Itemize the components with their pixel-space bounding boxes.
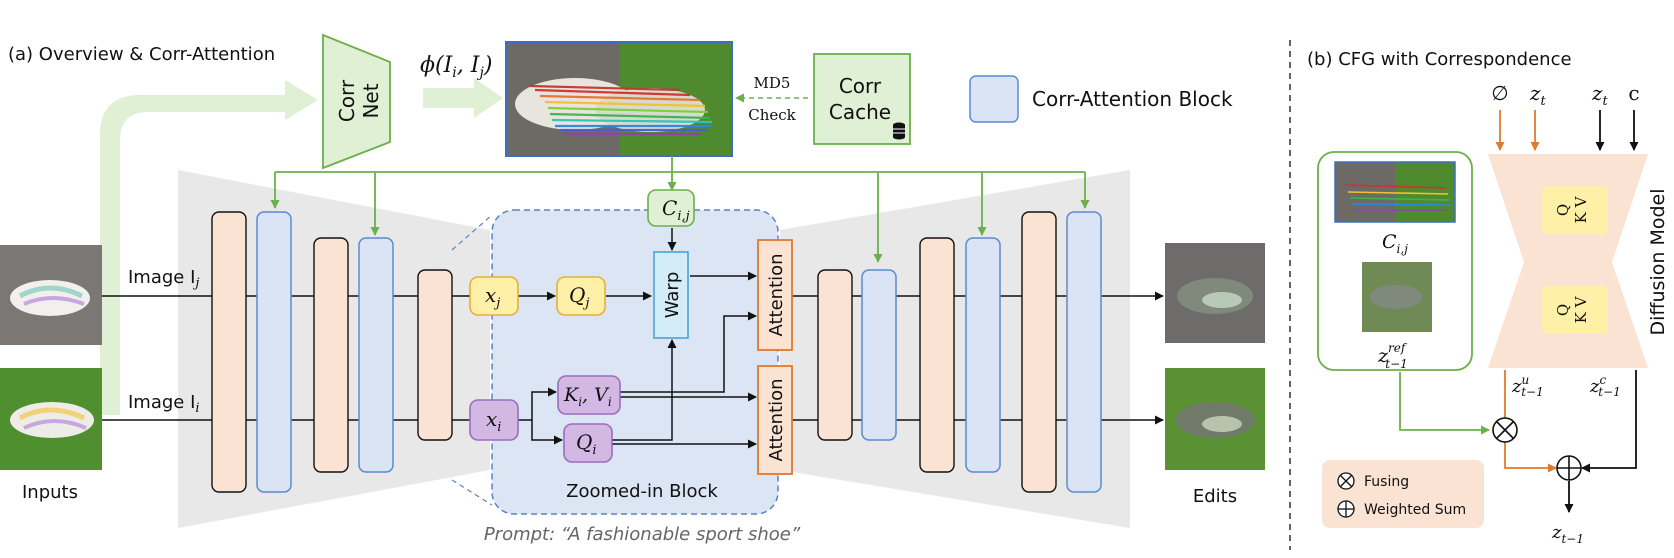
legend-corr-attention-swatch	[969, 75, 1019, 123]
x-i-label: xi	[486, 407, 501, 435]
corr-attention-block-4	[965, 237, 1001, 473]
encoder-block-3	[417, 269, 453, 441]
corr-net-label-2: Net	[359, 83, 383, 118]
attention-top-label: Attention	[766, 253, 787, 336]
legend-fusing-icon	[1337, 472, 1355, 490]
decoder-block-3	[1021, 211, 1057, 493]
q-j-node	[556, 276, 606, 316]
output-z-label: zt−1	[1551, 522, 1584, 546]
corr-cache-label-1: Corr	[839, 74, 882, 98]
encoder-block-1	[211, 211, 247, 493]
decoder-block-1	[817, 269, 853, 441]
attention-node-top	[757, 239, 793, 351]
q-j-label: Qj	[569, 283, 589, 311]
panel-b-title: (b) CFG with Correspondence	[1307, 49, 1572, 70]
corr-net-label-1: Corr	[335, 79, 359, 122]
corr-attention-block-1	[256, 211, 292, 493]
warp-node	[653, 251, 689, 339]
phi-label: ϕ(Ii, Ij)	[420, 53, 492, 81]
qkv-bottom-q: Q	[1554, 304, 1572, 316]
x-j-node	[469, 276, 519, 316]
operator-legend	[1322, 460, 1484, 528]
zoomed-in-block-label: Zoomed-in Block	[566, 481, 718, 502]
c-input-label: c	[1628, 81, 1639, 105]
zt-cond-label: zt	[1591, 81, 1609, 109]
panel-b-correspondence-image	[1334, 161, 1456, 223]
fusing-operator-icon	[1492, 417, 1518, 443]
attention-node-bottom	[757, 365, 793, 475]
input-image-j	[0, 245, 102, 345]
decoder-block-2	[919, 237, 955, 473]
q-i-label: Qi	[576, 430, 597, 458]
md5-label: MD5	[754, 74, 791, 92]
legend-corr-attention-label: Corr-Attention Block	[1032, 87, 1233, 111]
qkv-bottom-kv: K V	[1572, 295, 1590, 323]
kv-i-node	[557, 375, 621, 415]
correspondence-image	[505, 41, 733, 157]
model-input-arrows	[1495, 110, 1639, 151]
prompt-label: Prompt: “A fashionable sport shoe”	[484, 524, 801, 545]
input-image-i	[0, 368, 102, 470]
zt-uncond-label: zt	[1529, 81, 1547, 109]
edits-label: Edits	[1193, 486, 1237, 507]
c-ij-node	[647, 189, 695, 227]
attention-bottom-label: Attention	[766, 378, 787, 461]
weighted-sum-operator-icon	[1556, 455, 1582, 481]
inputs-label: Inputs	[22, 482, 78, 503]
qkv-block-top	[1542, 186, 1608, 234]
corr-net-block	[322, 33, 391, 170]
zoomed-in-block	[491, 209, 779, 515]
corr-attention-block-5	[1066, 211, 1102, 493]
panel-a-title: (a) Overview & Corr-Attention	[8, 44, 275, 65]
encoder-block-2	[313, 237, 349, 473]
qkv-top-q: Q	[1554, 204, 1572, 216]
qkv-block-bottom	[1542, 286, 1608, 334]
zoom-block-arrows	[468, 228, 757, 449]
check-label: Check	[748, 106, 796, 124]
warp-label: Warp	[662, 272, 683, 319]
image-j-label: Image Ij	[128, 267, 199, 291]
zoom-guide-bottom	[451, 479, 493, 506]
q-i-node	[563, 423, 613, 463]
cfg-flow-arrows	[1399, 370, 1637, 513]
diffusion-model-label: Diffusion Model	[1647, 189, 1669, 336]
c-ij-label: Ci,j	[662, 196, 690, 224]
input-to-corrnet-arrow	[100, 80, 318, 415]
corr-attention-block-3	[861, 269, 897, 441]
database-icon	[893, 122, 905, 140]
null-input-label: ∅	[1491, 81, 1508, 105]
output-image-j	[1165, 243, 1265, 343]
x-j-label: xj	[485, 283, 500, 311]
panel-b-c-ij-label: Ci,j	[1382, 231, 1408, 256]
corr-attention-block-2	[358, 237, 394, 473]
x-i-node	[469, 399, 519, 441]
z-ref-image	[1362, 262, 1432, 332]
image-i-label: Image Ii	[128, 392, 200, 416]
legend-weighted-sum-label: Weighted Sum	[1364, 502, 1466, 518]
legend-weighted-sum-icon	[1337, 500, 1355, 518]
kv-i-label: Ki, Vi	[563, 384, 612, 409]
corr-cache-label-2: Cache	[829, 100, 891, 124]
output-image-i	[1165, 368, 1265, 470]
corrnet-output-arrow	[423, 78, 503, 118]
legend-fusing-label: Fusing	[1364, 474, 1409, 490]
qkv-top-kv: K V	[1572, 195, 1590, 223]
corr-distribution-lines	[270, 156, 1090, 263]
